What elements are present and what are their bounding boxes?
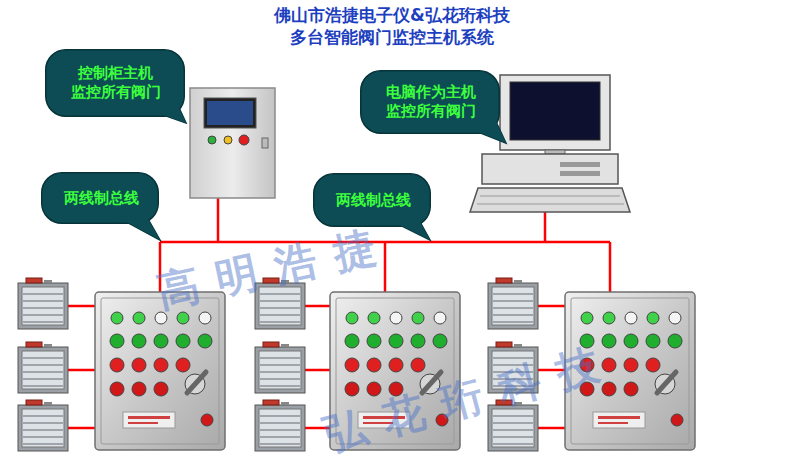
bubble-text-group: 电脑作为主机 监控所有阀门 xyxy=(378,83,483,121)
control-cabinet xyxy=(190,88,275,198)
bubble-text-group: 控制柜主机 监控所有阀门 xyxy=(63,64,168,102)
bubble-text: 两线制总线 xyxy=(64,189,139,208)
bubble-seam xyxy=(119,209,160,240)
bubble-text: 两线制总线 xyxy=(336,191,411,210)
diagram-title: 佛山市浩捷电子仪&弘花珩科技 多台智能阀门监控主机系统 xyxy=(242,4,542,48)
bubble-seam xyxy=(391,212,430,240)
speech-bubble: 两线制总线 xyxy=(41,172,159,224)
bubble-text: 电脑作为主机 监控所有阀门 xyxy=(379,83,483,121)
bubble-text-group: 两线制总线 xyxy=(335,190,411,210)
speech-bubble: 控制柜主机 监控所有阀门 xyxy=(45,49,185,117)
speech-bubble: 电脑作为主机 监控所有阀门 xyxy=(360,70,500,134)
bubble-text: 控制柜主机 监控所有阀门 xyxy=(64,64,168,102)
bubble-text-group: 两线制总线 xyxy=(63,188,139,208)
